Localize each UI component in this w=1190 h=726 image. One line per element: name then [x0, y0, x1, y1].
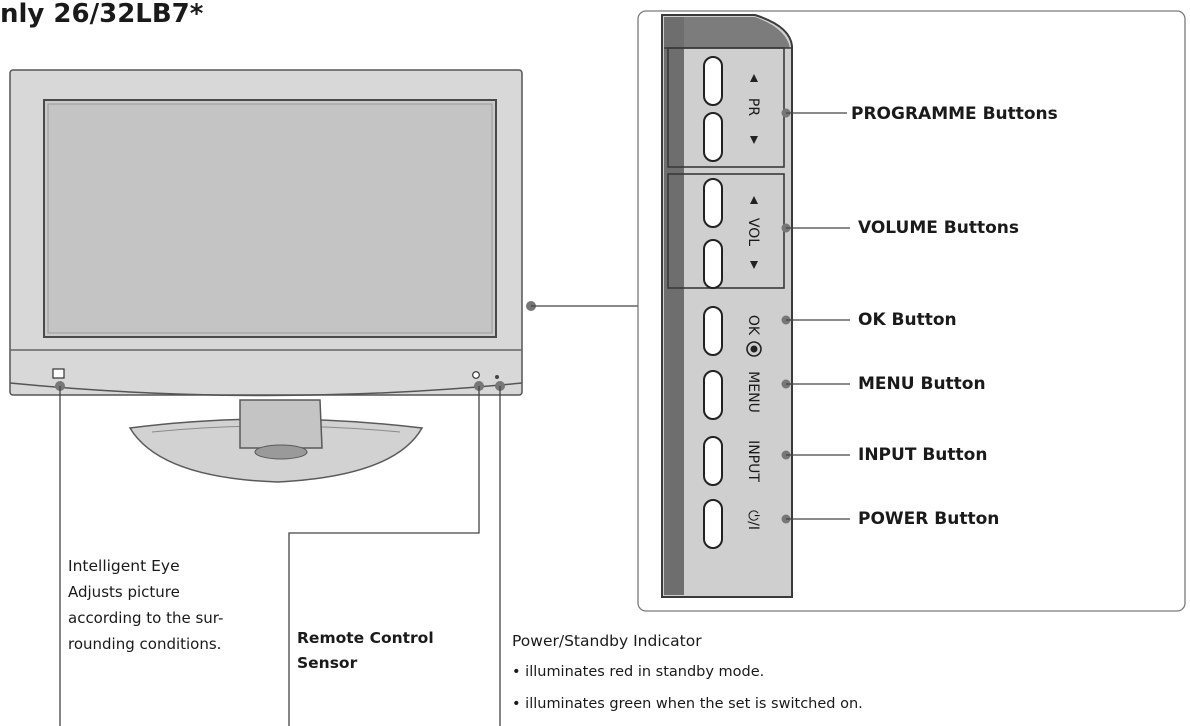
- input-button-label: INPUT Button: [858, 445, 988, 465]
- tv-screen-inner: [47, 103, 493, 334]
- power-indicator-note: Power/Standby Indicator • illuminates re…: [512, 626, 863, 720]
- power-button: [703, 499, 723, 549]
- input-button: [703, 436, 723, 486]
- panel-labels: PR VOL OK MENU INPUT ⏻/I: [745, 98, 761, 530]
- remote-sensor-line: Remote Control: [297, 629, 434, 647]
- power-indicator-dot: [495, 375, 499, 379]
- side-buttons: [703, 56, 723, 549]
- power-indicator-title: Power/Standby Indicator: [512, 632, 702, 650]
- sensor-leader-line: [288, 386, 480, 726]
- panel-leader-lines: [781, 108, 850, 524]
- side-panel-detail: PR VOL OK MENU INPUT ⏻/I: [637, 10, 1186, 612]
- remote-sensor-note: Remote Control Sensor: [297, 626, 434, 676]
- ok-button-label: OK Button: [858, 310, 957, 330]
- ok-label: OK: [745, 315, 761, 336]
- vol-up-button: [703, 178, 723, 228]
- vol-down-button: [703, 239, 723, 289]
- side-panel-dark-strip: [664, 17, 684, 595]
- ok-circle-icon: [746, 341, 762, 357]
- power-indicator-bullet: • illuminates red in standby mode.: [512, 664, 765, 680]
- intelligent-eye-title: Intelligent Eye: [68, 557, 180, 575]
- pr-group-box: [667, 47, 785, 168]
- menu-button: [703, 370, 723, 420]
- arrow-icons: [750, 74, 758, 269]
- tv-stand-neck: [239, 399, 323, 449]
- tv-set: [9, 69, 523, 483]
- pr-label: PR: [745, 98, 761, 116]
- tv-leader-lines: [55, 301, 638, 726]
- intelligent-eye-line: rounding conditions.: [68, 635, 222, 653]
- intelligent-eye-sensor: [52, 368, 65, 379]
- power-indicator-bullet: • illuminates green when the set is swit…: [512, 696, 863, 712]
- intelligent-eye-note: Intelligent Eye Adjusts picture accordin…: [68, 553, 223, 657]
- page-heading: nly 26/32LB7*: [0, 0, 204, 29]
- tv-bottom-edge: [9, 382, 523, 397]
- triangle-down-icon: [750, 261, 758, 269]
- programme-buttons-label: PROGRAMME Buttons: [851, 104, 1058, 124]
- ok-button: [703, 306, 723, 356]
- power-symbol-label: ⏻/I: [745, 510, 761, 530]
- pr-down-button: [703, 112, 723, 162]
- vol-label: VOL: [745, 218, 761, 246]
- side-panel-top-cap: [684, 17, 790, 48]
- volume-buttons-label: VOLUME Buttons: [858, 218, 1020, 238]
- triangle-up-icon: [750, 74, 758, 82]
- input-label: INPUT: [745, 440, 761, 482]
- menu-button-label: MENU Button: [858, 374, 986, 394]
- intelligent-eye-line: Adjusts picture: [68, 583, 180, 601]
- intelligent-eye-line: according to the sur-: [68, 609, 224, 627]
- remote-sensor-dot: [472, 371, 480, 379]
- side-panel-body: [661, 14, 793, 598]
- triangle-up-icon: [750, 196, 758, 204]
- tv-stand-foot: [254, 444, 308, 460]
- remote-sensor-line: Sensor: [297, 654, 358, 672]
- triangle-down-icon: [750, 136, 758, 144]
- menu-label: MENU: [745, 371, 761, 413]
- pr-up-button: [703, 56, 723, 106]
- power-button-label: POWER Button: [858, 509, 1000, 529]
